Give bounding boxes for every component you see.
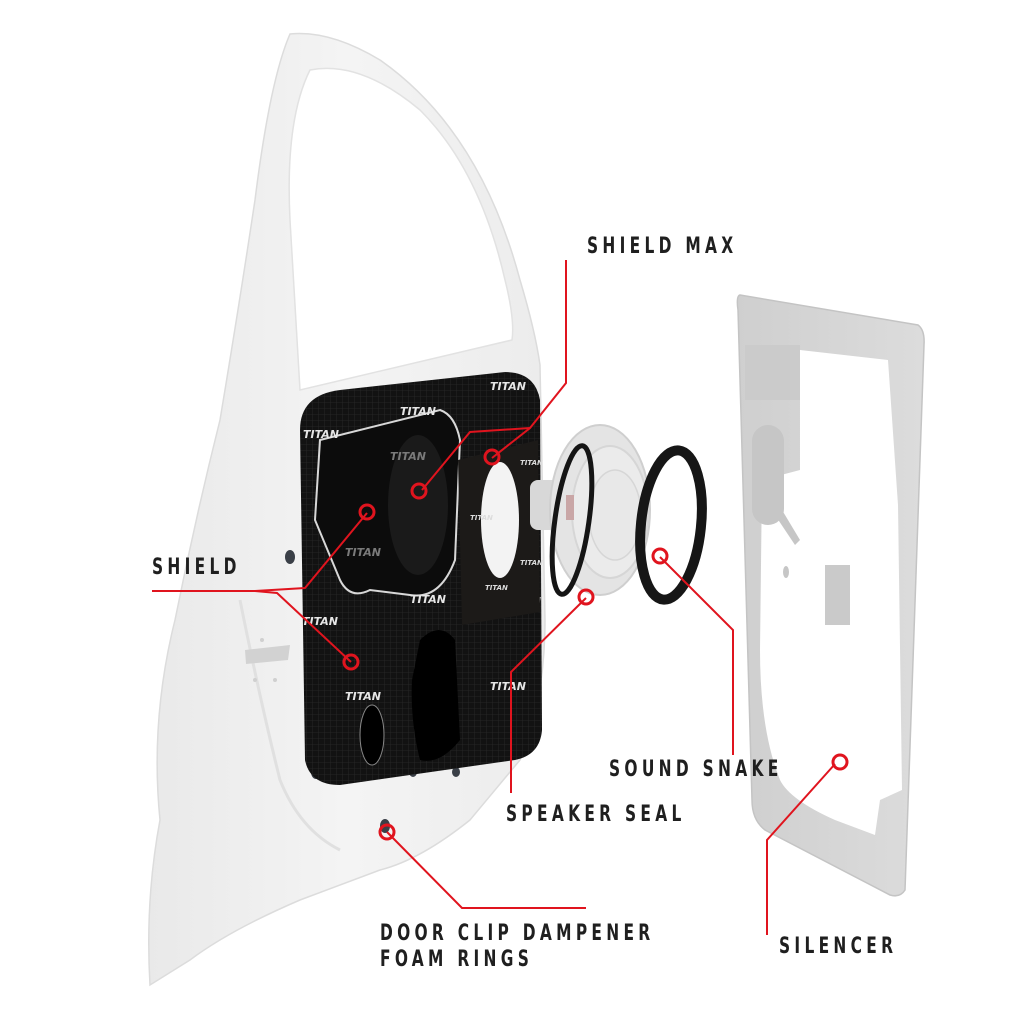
svg-text:TITAN: TITAN (410, 593, 446, 606)
label-shield: SHIELD (152, 555, 241, 580)
label-speaker-seal: SPEAKER SEAL (506, 802, 686, 827)
leader-shield-max-2 (421, 427, 531, 491)
leader-lines (152, 260, 836, 935)
leader-speaker-seal (510, 597, 587, 793)
leader-shield (152, 512, 368, 592)
speaker-seal-ring (549, 443, 595, 597)
callout-markers (342, 448, 849, 841)
label-silencer: SILENCER (779, 934, 898, 959)
svg-text:TITAN: TITAN (520, 559, 543, 567)
svg-text:TITAN: TITAN (520, 459, 543, 467)
svg-text:TITAN: TITAN (345, 690, 381, 703)
marker-shield-max-inner (410, 482, 428, 500)
marker-door-clip (378, 823, 396, 841)
marker-speaker-seal (577, 588, 595, 606)
marker-sound-snake (651, 547, 669, 565)
leader-silencer (766, 763, 836, 935)
shield-max-patch: TITAN TITAN TITAN TITAN (458, 440, 543, 625)
trim-panel (736, 294, 925, 897)
label-door-clip-line1: DOOR CLIP DAMPENER (380, 921, 655, 946)
marker-silencer (831, 753, 849, 771)
svg-text:TITAN: TITAN (470, 514, 493, 522)
svg-text:TITAN: TITAN (490, 380, 526, 393)
label-sound-snake: SOUND SNAKE (609, 757, 783, 782)
sound-snake-ring (635, 445, 707, 605)
svg-text:TITAN: TITAN (390, 450, 426, 463)
door-clip-1 (285, 550, 295, 564)
leader-door-clip (386, 831, 586, 909)
door-clip-5 (452, 767, 460, 777)
label-shield-max: SHIELD MAX (587, 234, 738, 259)
label-door-clip-line2: FOAM RINGS (380, 947, 534, 973)
svg-text:TITAN: TITAN (490, 680, 526, 693)
marker-shield-upper (358, 503, 376, 521)
marker-shield-lower (342, 653, 360, 671)
leader-shield-max (491, 260, 567, 459)
label-door-clip-dampener: DOOR CLIP DAMPENER FOAM RINGS (380, 921, 654, 974)
speaker (530, 424, 651, 596)
svg-text:TITAN: TITAN (400, 405, 436, 418)
leader-sound-snake (659, 556, 734, 755)
leader-shield-2 (254, 590, 352, 663)
svg-text:TITAN: TITAN (485, 584, 508, 592)
svg-text:TITAN: TITAN (303, 428, 339, 441)
svg-text:TITAN: TITAN (345, 546, 381, 559)
marker-shield-max-patch (483, 448, 501, 466)
